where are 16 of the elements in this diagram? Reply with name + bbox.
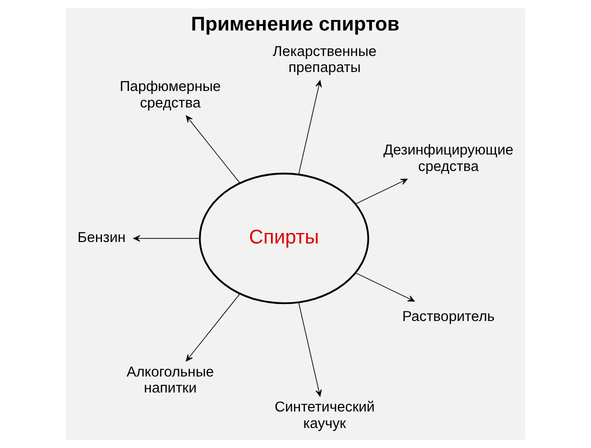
arrow — [186, 115, 240, 184]
diagram-title: Применение спиртов — [191, 13, 400, 36]
node-text: Лекарственные препараты — [272, 44, 376, 76]
arrow — [133, 235, 200, 242]
node-text: Бензин — [78, 230, 126, 246]
node-text: Дезинфицирующие средства — [383, 142, 514, 175]
node-ellipse: Спирты — [198, 172, 370, 304]
arrow — [298, 80, 322, 175]
arrow — [298, 302, 322, 397]
node-text: Синтетический каучук — [274, 400, 375, 432]
node-text: Парфюмерные средства — [120, 79, 221, 112]
arrow — [186, 294, 240, 362]
arrow — [355, 178, 408, 204]
arrow — [355, 272, 415, 302]
node-text: Алкогольные напитки — [126, 364, 214, 397]
node-text: Растворитель — [402, 309, 495, 326]
